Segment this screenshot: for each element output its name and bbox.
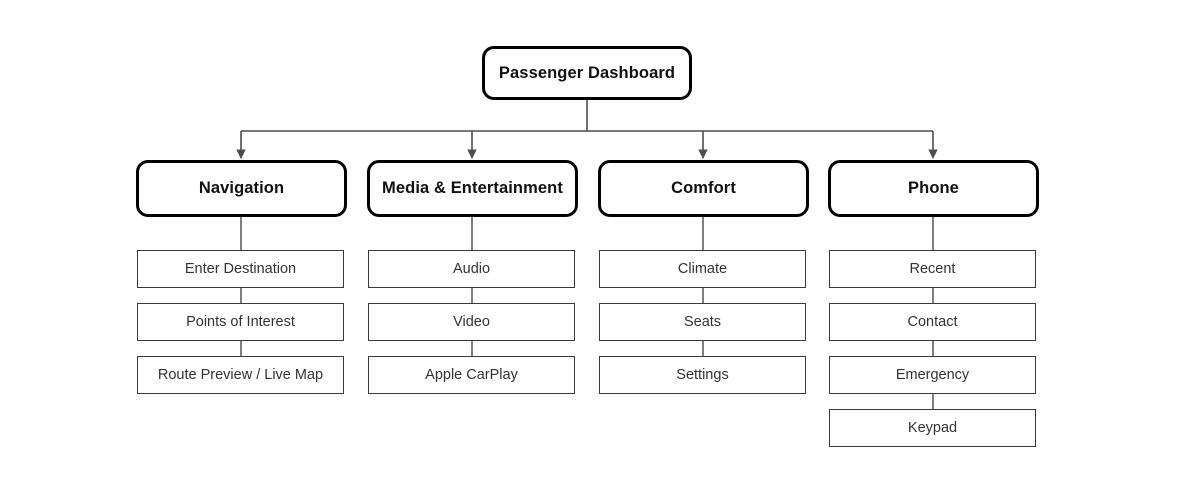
node-emergency[interactable]: Emergency xyxy=(829,356,1036,394)
node-label: Contact xyxy=(907,313,958,330)
node-label: Enter Destination xyxy=(184,260,297,277)
node-label: Apple CarPlay xyxy=(425,366,518,383)
node-settings[interactable]: Settings xyxy=(599,356,806,394)
node-label: Video xyxy=(453,313,490,330)
node-climate[interactable]: Climate xyxy=(599,250,806,288)
node-contact[interactable]: Contact xyxy=(829,303,1036,341)
node-points-of-interest[interactable]: Points of Interest xyxy=(137,303,344,341)
node-keypad[interactable]: Keypad xyxy=(829,409,1036,447)
node-label: Climate xyxy=(677,260,728,277)
node-media-entertainment[interactable]: Media & Entertainment xyxy=(367,160,578,217)
node-label: Emergency xyxy=(895,366,970,383)
node-label: Comfort xyxy=(671,179,736,198)
node-phone[interactable]: Phone xyxy=(828,160,1039,217)
node-label: Route Preview / Live Map xyxy=(157,366,324,383)
node-navigation[interactable]: Navigation xyxy=(136,160,347,217)
node-label: Settings xyxy=(676,366,729,383)
node-apple-carplay[interactable]: Apple CarPlay xyxy=(368,356,575,394)
node-passenger-dashboard[interactable]: Passenger Dashboard xyxy=(482,46,692,100)
node-audio[interactable]: Audio xyxy=(368,250,575,288)
node-recent[interactable]: Recent xyxy=(829,250,1036,288)
node-label: Audio xyxy=(452,260,491,277)
node-label: Phone xyxy=(908,179,959,198)
node-enter-destination[interactable]: Enter Destination xyxy=(137,250,344,288)
node-seats[interactable]: Seats xyxy=(599,303,806,341)
node-label: Passenger Dashboard xyxy=(498,63,676,82)
node-label: Media & Entertainment xyxy=(382,179,563,198)
node-label: Points of Interest xyxy=(186,313,295,330)
node-label: Keypad xyxy=(907,419,958,436)
node-comfort[interactable]: Comfort xyxy=(598,160,809,217)
node-video[interactable]: Video xyxy=(368,303,575,341)
node-label: Seats xyxy=(683,313,722,330)
node-route-preview-live-map[interactable]: Route Preview / Live Map xyxy=(137,356,344,394)
node-label: Navigation xyxy=(198,179,285,198)
node-label: Recent xyxy=(909,260,956,277)
